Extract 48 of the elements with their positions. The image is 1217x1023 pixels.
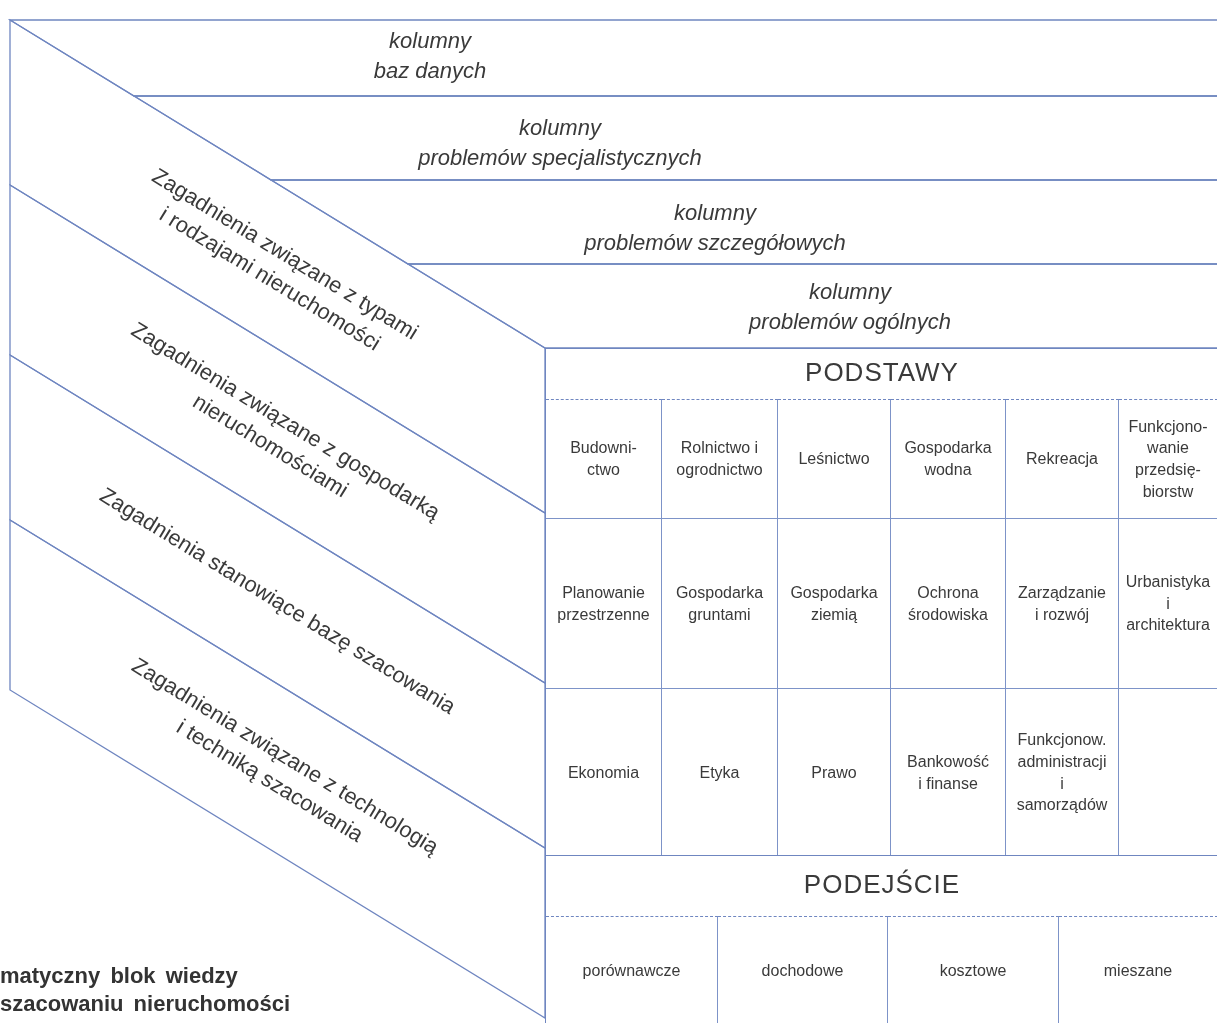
- cell-label: Etyka: [699, 762, 740, 783]
- table-cell: [662, 399, 778, 518]
- cell-label: porównawcze: [582, 960, 681, 981]
- table-cell: [1006, 688, 1119, 856]
- table-cell: [546, 916, 718, 1023]
- table-cell: [778, 518, 891, 688]
- cell-label: Urbanistyka i architektura: [1125, 572, 1211, 636]
- cell-label: Budowni- ctwo: [570, 438, 637, 480]
- cell-label: Ochrona środowiska: [908, 582, 988, 625]
- cell-label: Rolnictwo i ogrodnictwo: [676, 438, 763, 480]
- table-cell: [662, 688, 778, 856]
- table-cell: [891, 399, 1006, 518]
- table-cell: [778, 688, 891, 856]
- cell-label: Rekreacja: [1026, 449, 1098, 470]
- cell-label: dochodowe: [761, 960, 844, 981]
- table-cell: [546, 399, 662, 518]
- table-cell: [1006, 518, 1119, 688]
- table-cell: [1006, 399, 1119, 518]
- table-cell: [546, 688, 662, 856]
- table-cell: [891, 688, 1006, 856]
- front-face-section: [545, 348, 1217, 855]
- cell-label: Funkcjono- wanie przedsię- biorstw: [1128, 416, 1208, 502]
- band-label: kolumny problemów ogólnych: [747, 278, 952, 336]
- section-heading: PODSTAWY: [804, 357, 960, 388]
- table-cell: [718, 916, 888, 1023]
- cell-label: Bankowość i finanse: [907, 751, 989, 794]
- cell-label: Prawo: [811, 762, 857, 783]
- cell-label: kosztowe: [939, 960, 1007, 981]
- cell-label: mieszane: [1103, 960, 1173, 981]
- table-cell: [778, 399, 891, 518]
- cell-label: Zarządzanie i rozwój: [1017, 582, 1106, 625]
- table-cell: [546, 518, 662, 688]
- cell-label: Gospodarka wodna: [904, 438, 992, 480]
- cell-label: Gospodarka ziemią: [790, 582, 878, 625]
- cell-label: Funkcjonow. administracji i samorządów: [1016, 730, 1108, 816]
- table-cell: [888, 916, 1059, 1023]
- band-label: kolumny problemów specjalistycznych: [416, 114, 703, 172]
- front-face-section: [545, 855, 1217, 1023]
- table-cell: [891, 518, 1006, 688]
- cell-label: Leśnictwo: [798, 449, 870, 470]
- cell-label: Planowanie przestrzenne: [557, 582, 650, 625]
- cell-label: Gospodarka gruntami: [675, 582, 764, 625]
- band-label: kolumny problemów szczegółowych: [582, 199, 847, 257]
- band-label: kolumny baz danych: [372, 27, 488, 85]
- section-heading: PODEJŚCIE: [802, 869, 962, 900]
- table-cell: [662, 518, 778, 688]
- cell-label: Ekonomia: [567, 762, 640, 783]
- caption: matyczny blok wiedzy szacowaniu nieruchomości: [0, 962, 292, 1017]
